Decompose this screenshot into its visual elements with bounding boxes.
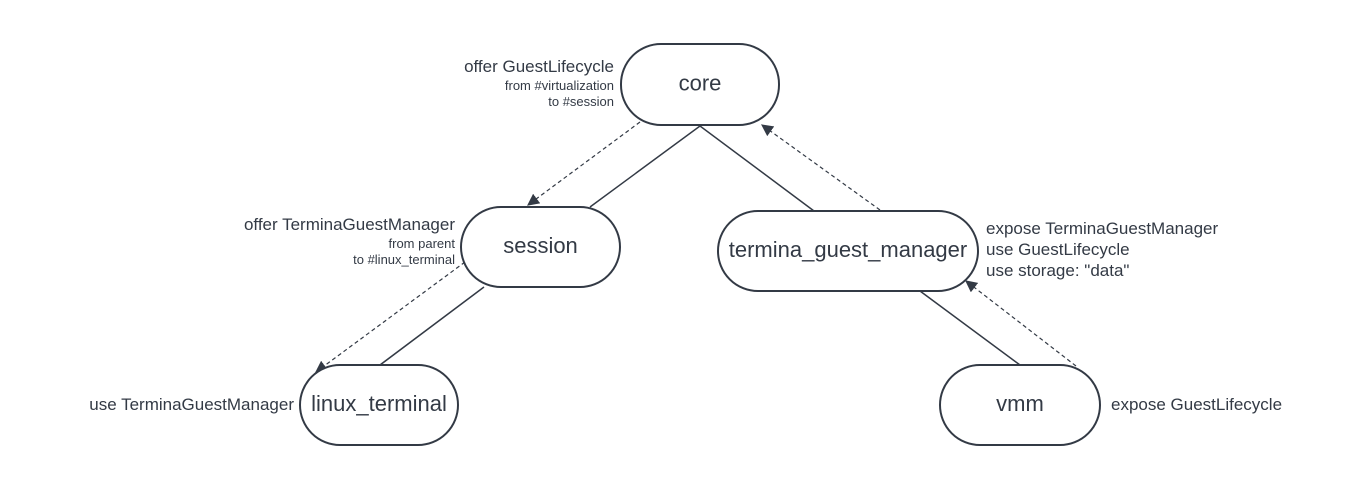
route-core-to-session bbox=[527, 121, 641, 206]
annotation-session-line3: to #linux_terminal bbox=[353, 252, 455, 267]
annotation-core-line2: from #virtualization bbox=[505, 78, 614, 93]
route-vmm-to-termina-guest-manager bbox=[965, 280, 1077, 367]
annotation-vmm-line1: expose GuestLifecycle bbox=[1111, 395, 1282, 414]
edge-session-linux-terminal bbox=[379, 286, 485, 366]
annotation-session-line2: from parent bbox=[389, 236, 456, 251]
annotation-linux-terminal-line1: use TerminaGuestManager bbox=[89, 395, 294, 414]
node-vmm[interactable]: vmm bbox=[939, 364, 1101, 446]
annotation-session-line1: offer TerminaGuestManager bbox=[244, 215, 455, 234]
route-termina-guest-manager-to-core bbox=[761, 124, 881, 211]
annotation-tgm-line1: expose TerminaGuestManager bbox=[986, 219, 1218, 238]
node-core-label: core bbox=[679, 70, 722, 95]
routing-edges bbox=[315, 121, 1077, 373]
annotation-core-line1: offer GuestLifecycle bbox=[464, 57, 614, 76]
annotation-termina-guest-manager: expose TerminaGuestManager use GuestLife… bbox=[986, 219, 1218, 280]
node-linux-terminal[interactable]: linux_terminal bbox=[299, 364, 459, 446]
edge-core-session bbox=[589, 125, 701, 208]
node-termina-guest-manager-label: termina_guest_manager bbox=[729, 237, 967, 262]
annotation-linux-terminal: use TerminaGuestManager bbox=[89, 395, 294, 414]
node-session[interactable]: session bbox=[460, 206, 621, 288]
route-session-to-linux-terminal bbox=[315, 261, 466, 373]
node-session-label: session bbox=[503, 233, 578, 258]
node-linux-terminal-label: linux_terminal bbox=[311, 391, 447, 416]
node-vmm-label: vmm bbox=[996, 391, 1044, 416]
annotation-session: offer TerminaGuestManager from parent to… bbox=[244, 215, 455, 267]
annotation-core: offer GuestLifecycle from #virtualizatio… bbox=[464, 57, 614, 109]
edge-termina-guest-manager-vmm bbox=[919, 290, 1021, 366]
annotation-tgm-line2: use GuestLifecycle bbox=[986, 240, 1130, 259]
annotation-vmm: expose GuestLifecycle bbox=[1111, 395, 1282, 414]
hierarchy-edges bbox=[379, 125, 1021, 366]
edge-core-termina-guest-manager bbox=[699, 125, 815, 212]
node-core[interactable]: core bbox=[620, 43, 780, 126]
annotation-core-line3: to #session bbox=[548, 94, 614, 109]
annotation-tgm-line3: use storage: "data" bbox=[986, 261, 1129, 280]
node-termina-guest-manager[interactable]: termina_guest_manager bbox=[717, 210, 979, 292]
